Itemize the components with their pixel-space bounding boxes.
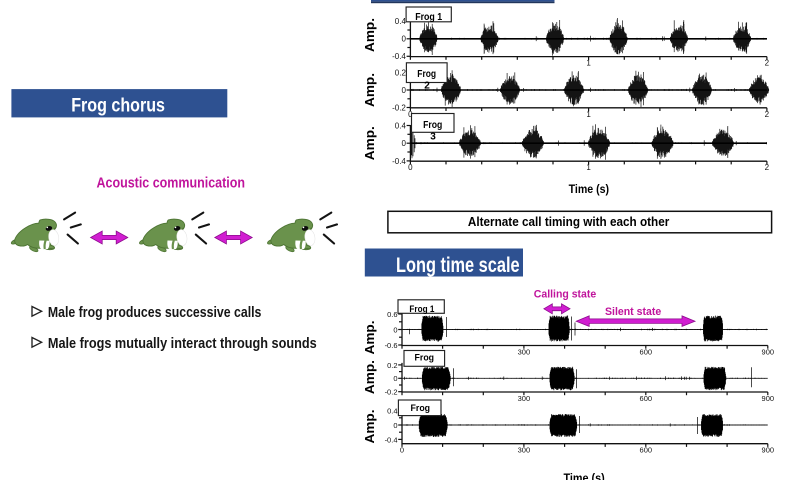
svg-text:0: 0	[401, 35, 406, 44]
svg-text:600: 600	[640, 446, 653, 455]
svg-text:600: 600	[640, 394, 653, 403]
svg-text:-0.4: -0.4	[385, 435, 398, 444]
svg-text:0.4: 0.4	[387, 407, 397, 416]
svg-text:Time (s): Time (s)	[569, 184, 610, 196]
svg-text:0: 0	[401, 139, 406, 148]
svg-text:Frog 1: Frog 1	[409, 304, 435, 315]
svg-text:0: 0	[393, 421, 397, 430]
svg-text:Time (s): Time (s)	[564, 473, 605, 480]
svg-text:2: 2	[765, 163, 770, 172]
svg-text:Acoustic communication: Acoustic communication	[97, 174, 246, 191]
svg-text:1: 1	[586, 59, 591, 68]
svg-text:300: 300	[518, 394, 531, 403]
svg-text:Amp.: Amp.	[363, 73, 377, 107]
svg-text:Male frogs mutually interact t: Male frogs mutually interact through sou…	[48, 335, 317, 352]
svg-text:-0.2: -0.2	[385, 388, 398, 397]
svg-text:1: 1	[586, 110, 591, 119]
svg-text:2: 2	[424, 81, 430, 92]
svg-text:900: 900	[762, 394, 775, 403]
svg-text:0.2: 0.2	[387, 361, 397, 370]
svg-text:900: 900	[762, 348, 775, 357]
svg-text:300: 300	[518, 446, 531, 455]
svg-text:Amp.: Amp.	[363, 321, 377, 355]
svg-text:0: 0	[393, 325, 397, 334]
svg-text:-0.4: -0.4	[392, 52, 406, 61]
svg-text:0: 0	[401, 86, 406, 95]
svg-text:Silent state: Silent state	[605, 306, 661, 318]
svg-text:0.2: 0.2	[395, 68, 407, 77]
svg-text:Frog chorus: Frog chorus	[71, 96, 165, 117]
svg-text:2: 2	[765, 110, 770, 119]
svg-text:0.4: 0.4	[395, 121, 407, 130]
svg-text:Amp.: Amp.	[363, 18, 377, 52]
svg-text:0.6: 0.6	[387, 310, 397, 319]
svg-text:0: 0	[408, 110, 413, 119]
svg-text:600: 600	[640, 348, 653, 357]
svg-text:Amp.: Amp.	[363, 360, 377, 394]
svg-text:-0.2: -0.2	[392, 103, 406, 112]
svg-text:Amp.: Amp.	[363, 410, 377, 444]
svg-text:Frog: Frog	[415, 352, 435, 363]
svg-text:0: 0	[400, 446, 404, 455]
svg-text:3: 3	[430, 132, 436, 143]
svg-text:300: 300	[518, 348, 531, 357]
svg-text:Alternate call timing with eac: Alternate call timing with each other	[468, 214, 669, 229]
svg-text:-0.6: -0.6	[385, 341, 398, 350]
svg-text:Amp.: Amp.	[363, 126, 377, 160]
svg-text:1: 1	[586, 163, 591, 172]
svg-text:0: 0	[408, 163, 413, 172]
svg-text:0: 0	[393, 374, 397, 383]
svg-text:0.4: 0.4	[395, 17, 407, 26]
svg-text:Long time scale: Long time scale	[396, 254, 520, 277]
svg-text:900: 900	[762, 446, 775, 455]
svg-text:2: 2	[765, 59, 770, 68]
svg-text:Male frog produces successive: Male frog produces successive calls	[48, 304, 262, 321]
svg-text:Frog: Frog	[417, 69, 436, 80]
svg-text:-0.4: -0.4	[392, 157, 406, 166]
svg-text:Frog 1: Frog 1	[415, 12, 442, 23]
svg-text:Calling state: Calling state	[534, 289, 596, 301]
svg-text:Frog: Frog	[423, 120, 442, 131]
svg-text:Frog: Frog	[411, 403, 431, 414]
